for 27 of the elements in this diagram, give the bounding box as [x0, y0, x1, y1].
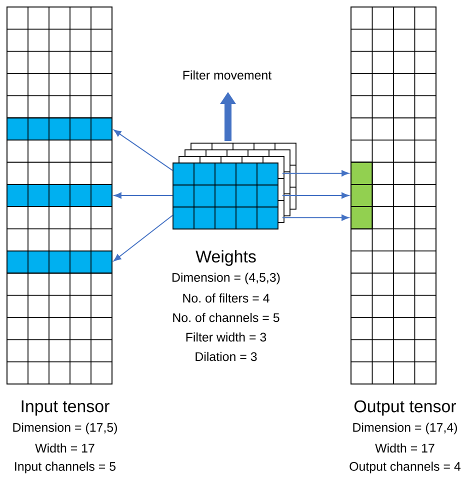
arrow: [114, 192, 174, 199]
output-cell: [350, 184, 373, 208]
property-text: No. of channels = 5: [173, 312, 280, 322]
tensor-title: Input tensor: [22, 400, 110, 416]
highlighted-row: [6, 250, 112, 274]
property-text: Dimension = (17,5): [13, 422, 117, 434]
property-text: Width = 17: [35, 443, 94, 453]
property-text: Dimension = (17,4): [353, 422, 457, 434]
highlighted-row: [6, 184, 112, 208]
arrow: [282, 192, 350, 199]
arrow: [114, 214, 174, 262]
property-text: Input channels = 5: [15, 462, 116, 474]
arrow: [282, 170, 350, 176]
arrow: [282, 214, 350, 221]
property-text: Dimension = (4,5,3): [172, 272, 280, 284]
property-text: No. of filters = 4: [183, 293, 270, 303]
property-text: Output channels = 4: [350, 462, 461, 474]
annotation-text: Filter movement: [183, 70, 272, 80]
tensor-title: Output tensor: [354, 400, 456, 416]
arrow: [114, 130, 174, 171]
output-cell: [350, 206, 373, 230]
property-text: Filter width = 3: [186, 332, 266, 342]
property-text: Dilation = 3: [196, 352, 257, 362]
tensor-title: Weights: [196, 250, 256, 266]
property-text: Width = 17: [375, 443, 434, 453]
output-cell: [350, 162, 373, 185]
highlighted-row: [6, 117, 112, 140]
